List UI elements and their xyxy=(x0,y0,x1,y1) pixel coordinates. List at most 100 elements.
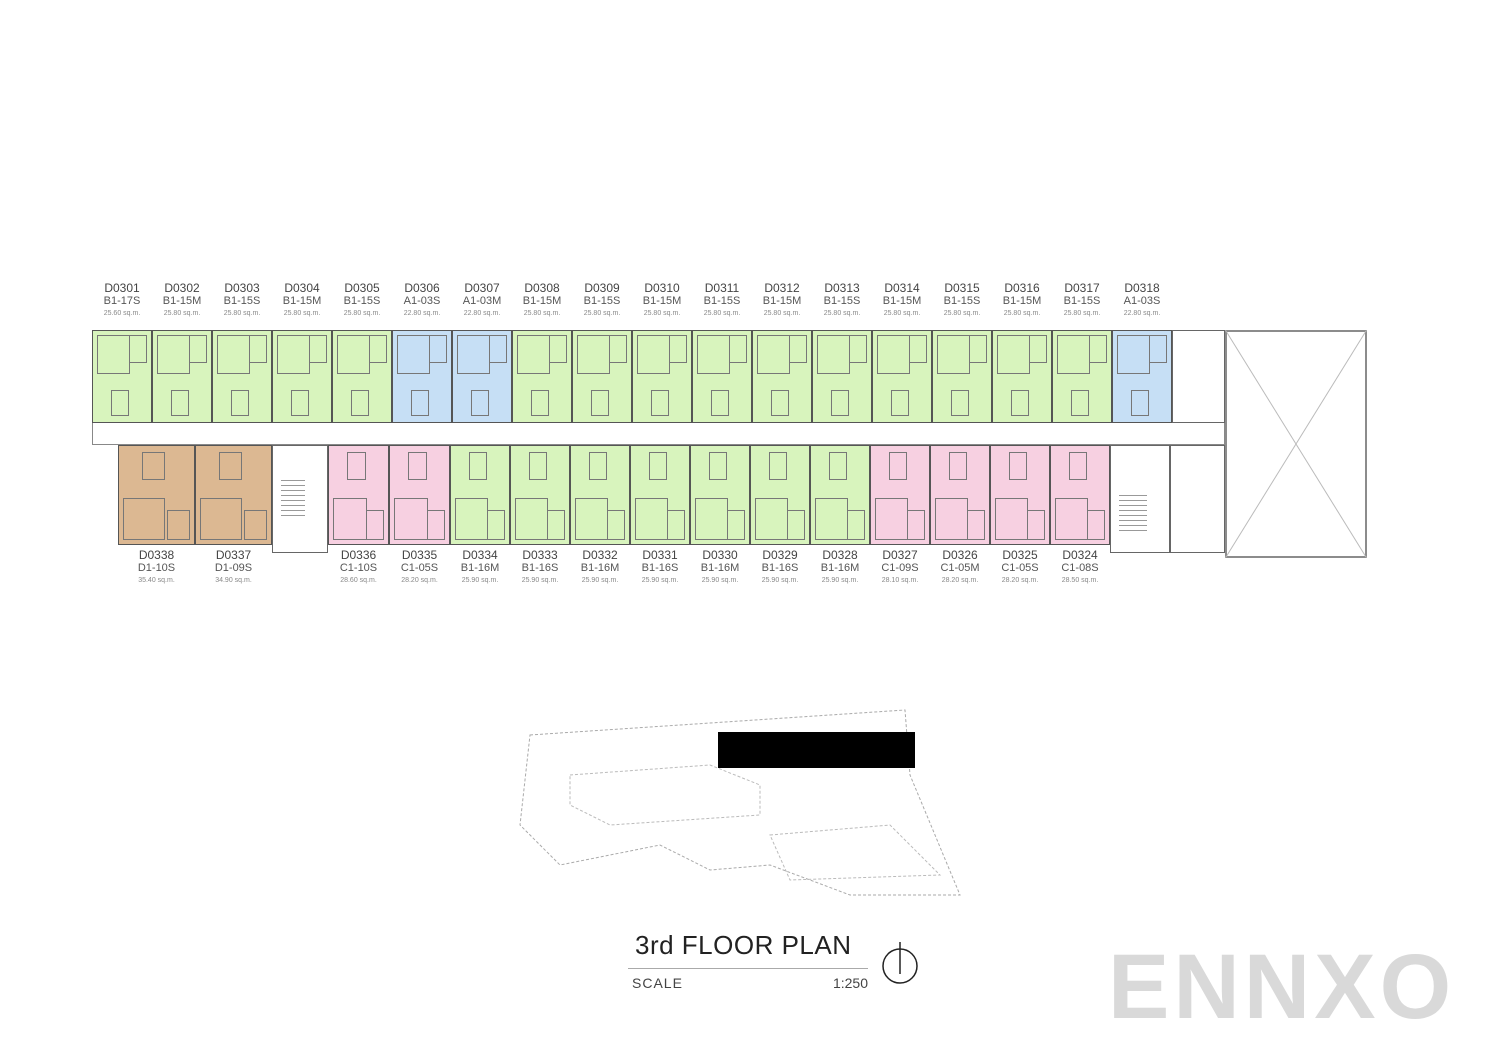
bath-outline xyxy=(609,335,627,363)
unit-d0325[interactable] xyxy=(990,445,1050,545)
unit-d0317[interactable] xyxy=(1052,330,1112,423)
unit-d0316[interactable] xyxy=(992,330,1052,423)
bath-outline xyxy=(787,510,805,540)
unit-id: D0333 xyxy=(522,548,558,562)
unit-id: D0307 xyxy=(464,281,500,295)
unit-d0333[interactable] xyxy=(510,445,570,545)
furniture-outline xyxy=(771,389,789,416)
unit-d0324[interactable] xyxy=(1050,445,1110,545)
unit-d0335[interactable] xyxy=(389,445,450,545)
plan-title: 3rd FLOOR PLAN xyxy=(635,930,852,960)
unit-d0330[interactable] xyxy=(690,445,750,545)
room-outline xyxy=(397,335,430,375)
bath-outline xyxy=(426,510,445,540)
room-outline xyxy=(637,335,670,375)
unit-type: B1-15M xyxy=(522,295,562,307)
unit-d0315[interactable] xyxy=(932,330,992,423)
unit-d0328[interactable] xyxy=(810,445,870,545)
room-outline xyxy=(97,335,130,375)
room-outline xyxy=(817,335,850,375)
unit-area: 28.20 sq.m. xyxy=(401,577,438,584)
bath-outline xyxy=(607,510,625,540)
unit-area: 28.10 sq.m. xyxy=(881,577,919,584)
unit-d0336[interactable] xyxy=(328,445,389,545)
unit-d0302[interactable] xyxy=(152,330,212,423)
unit-id: D0310 xyxy=(644,281,680,295)
unit-d0306[interactable] xyxy=(392,330,452,423)
bath-outline xyxy=(249,335,267,363)
bath-outline xyxy=(365,510,384,540)
unit-id: D0302 xyxy=(164,281,200,295)
bath-outline xyxy=(727,510,745,540)
furniture-outline xyxy=(1011,389,1029,416)
unit-d0308[interactable] xyxy=(512,330,572,423)
unit-id: D0331 xyxy=(642,548,678,562)
furniture-outline xyxy=(531,389,549,416)
site-key-plan xyxy=(519,709,961,896)
unit-d0304[interactable] xyxy=(272,330,332,423)
bath-outline xyxy=(669,335,687,363)
bath-outline xyxy=(189,335,207,363)
unit-d0313[interactable] xyxy=(812,330,872,423)
unit-d0309[interactable] xyxy=(572,330,632,423)
unit-area: 25.80 sq.m. xyxy=(823,310,861,317)
unit-id: D0316 xyxy=(1004,281,1040,295)
unit-d0332[interactable] xyxy=(570,445,630,545)
unit-id: D0326 xyxy=(942,548,978,562)
unit-d0326[interactable] xyxy=(930,445,990,545)
unit-d0334[interactable] xyxy=(450,445,510,545)
bath-outline xyxy=(166,510,190,540)
unit-type: C1-05S xyxy=(1001,562,1039,574)
unit-area: 25.80 sq.m. xyxy=(523,310,561,317)
unit-type: B1-15S xyxy=(943,295,981,307)
bath-outline xyxy=(309,335,327,363)
unit-area: 25.90 sq.m. xyxy=(821,577,859,584)
unit-d0338[interactable] xyxy=(118,445,195,545)
room-outline xyxy=(200,498,243,540)
unit-area: 28.20 sq.m. xyxy=(941,577,979,584)
unit-d0303[interactable] xyxy=(212,330,272,423)
unit-area: 28.60 sq.m. xyxy=(340,577,377,584)
unit-d0318[interactable] xyxy=(1112,330,1172,423)
watermark-logo: ENNXO xyxy=(1108,936,1456,1038)
bath-outline xyxy=(849,335,867,363)
lift-lobby xyxy=(1170,445,1225,553)
unit-type: B1-15M xyxy=(762,295,802,307)
unit-d0307[interactable] xyxy=(452,330,512,423)
unit-type: B1-16M xyxy=(460,562,500,574)
unit-d0337[interactable] xyxy=(195,445,272,545)
room-outline xyxy=(515,498,548,540)
unit-type: B1-15M xyxy=(642,295,682,307)
unit-area: 34.90 sq.m. xyxy=(215,577,252,584)
furniture-outline xyxy=(351,389,369,416)
divider xyxy=(628,968,868,969)
unit-type: C1-09S xyxy=(881,562,919,574)
furniture-outline xyxy=(649,452,667,480)
stairwell-right xyxy=(1110,445,1170,553)
unit-d0310[interactable] xyxy=(632,330,692,423)
unit-d0314[interactable] xyxy=(872,330,932,423)
bath-outline xyxy=(907,510,925,540)
unit-d0305[interactable] xyxy=(332,330,392,423)
unit-d0311[interactable] xyxy=(692,330,752,423)
unit-type: B1-15S xyxy=(223,295,261,307)
room-outline xyxy=(337,335,370,375)
unit-type: B1-16M xyxy=(700,562,740,574)
unit-d0329[interactable] xyxy=(750,445,810,545)
unit-id: D0329 xyxy=(762,548,798,562)
unit-id: D0337 xyxy=(215,548,252,562)
unit-d0312[interactable] xyxy=(752,330,812,423)
unit-d0331[interactable] xyxy=(630,445,690,545)
unit-d0301[interactable] xyxy=(92,330,152,423)
unit-d0327[interactable] xyxy=(870,445,930,545)
furniture-outline xyxy=(829,452,847,480)
